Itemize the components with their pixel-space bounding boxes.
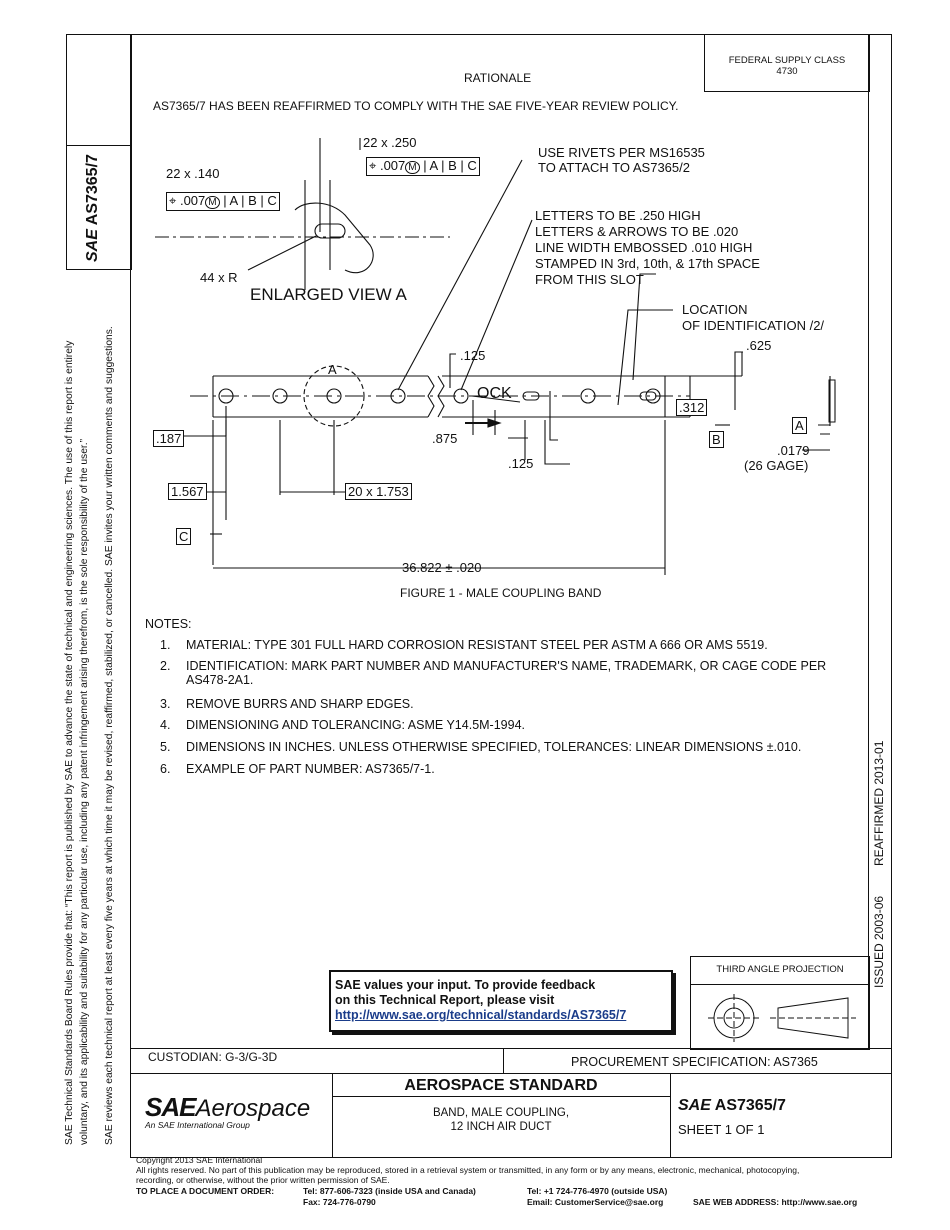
letters-line2: LETTERS & ARROWS TO BE .020 <box>535 224 738 239</box>
fsc-label: FEDERAL SUPPLY CLASS <box>728 55 846 66</box>
location-line2: OF IDENTIFICATION /2/ <box>682 318 824 333</box>
sae-aerospace-logo: SAEAerospace An SAE International Group <box>145 1092 310 1130</box>
letters-line5: FROM THIS SLOT <box>535 272 644 287</box>
position-icon: ⌖ <box>169 193 177 208</box>
projection-symbol <box>708 994 856 1042</box>
notes-heading: NOTES: <box>145 617 192 631</box>
left-tab-divider <box>66 145 132 146</box>
side-rules-line2: voluntary, and its applicability and sui… <box>79 438 90 1145</box>
radius-leader <box>247 235 317 271</box>
position-icon: ⌖ <box>369 158 377 173</box>
enlarged-view-label: ENLARGED VIEW A <box>250 285 407 304</box>
copyright: Copyright 2013 SAE International <box>136 1155 263 1165</box>
doc-number: AS7365/7 <box>714 1097 786 1114</box>
custodian: CUSTODIAN: G-3/G-3D <box>148 1050 278 1064</box>
dim-125-bot: .125 <box>508 456 533 471</box>
tb-top-line <box>130 1048 892 1049</box>
slot-2 <box>639 391 657 401</box>
view-a-circle <box>303 365 365 427</box>
location-line1: LOCATION <box>682 302 748 317</box>
tel-usa: Tel: 877-606-7323 (inside USA and Canada… <box>303 1186 476 1196</box>
side-rules-line1: SAE Technical Standards Board Rules prov… <box>64 340 75 1145</box>
callout-22x250: 22 x .250 <box>363 135 417 150</box>
fsc-box <box>704 34 870 92</box>
tb-v3 <box>670 1073 671 1158</box>
tb-mid-line <box>130 1073 892 1074</box>
callout-22x140: 22 x .140 <box>166 166 220 181</box>
reaffirmed-date: REAFFIRMED 2013-01 <box>872 740 886 866</box>
view-letter-a: A <box>328 362 337 377</box>
dim-125-top: .125 <box>460 348 485 363</box>
feedback-box: SAE values your input. To provide feedba… <box>329 970 673 1032</box>
email[interactable]: Email: CustomerService@sae.org <box>527 1197 664 1207</box>
doc-code-vertical: AS7365/7 <box>84 154 101 226</box>
rights-line2: recording, or otherwise, without the pri… <box>136 1175 390 1185</box>
logo-tagline: An SAE International Group <box>145 1120 250 1130</box>
doc-number-block: SAE AS7365/7 <box>678 1097 786 1115</box>
projection-label: THIRD ANGLE PROJECTION <box>716 964 844 975</box>
datum-a-box: A <box>792 417 807 434</box>
dim-625: .625 <box>746 338 771 353</box>
fsc-number: 4730 <box>776 66 798 77</box>
footer: Copyright 2013 SAE International All rig… <box>136 1155 936 1185</box>
dim-20x1753-box: 20 x 1.753 <box>345 483 412 500</box>
desc-line1: BAND, MALE COUPLING, <box>432 1107 570 1119</box>
mmc-icon: M <box>205 196 220 209</box>
sheet-number: SHEET 1 OF 1 <box>678 1122 765 1137</box>
right-strip-divider <box>868 34 869 1048</box>
fax: Fax: 724-776-0790 <box>303 1197 376 1207</box>
datum-b-box: B <box>709 431 724 448</box>
letters-line4: STAMPED IN 3rd, 10th, & 17th SPACE <box>535 256 760 271</box>
side-doc-code: SAE AS7365/7 <box>84 154 102 262</box>
sae-logo: SAE <box>145 1092 196 1122</box>
letters-line3: LINE WIDTH EMBOSSED .010 HIGH <box>535 240 752 255</box>
desc-line2: 12 INCH AIR DUCT <box>450 1121 552 1133</box>
rivets-line1: USE RIVETS PER MS16535 <box>538 145 705 160</box>
dim-312-box: .312 <box>676 399 708 416</box>
rationale-title: RATIONALE <box>464 71 532 85</box>
rivets-line2: TO ATTACH TO AS7365/2 <box>538 160 690 175</box>
tb-title-line <box>332 1096 670 1097</box>
feedback-line1: SAE values your input. To provide feedba… <box>335 978 596 992</box>
order-label: TO PLACE A DOCUMENT ORDER: <box>136 1186 275 1196</box>
letters-line1: LETTERS TO BE .250 HIGH <box>535 208 701 223</box>
feedback-line2: on this Technical Report, please visit <box>335 993 555 1007</box>
projection-box <box>690 956 870 1050</box>
side-rules-line3: SAE reviews each technical report at lea… <box>104 326 115 1145</box>
dim-overall: 36.822 ± .020 <box>402 560 481 575</box>
tb-v2 <box>332 1073 333 1158</box>
drawing-frame <box>130 34 892 1158</box>
procurement-spec: PROCUREMENT SPECIFICATION: AS7365 <box>571 1055 818 1069</box>
aerospace-word: Aerospace <box>195 1095 311 1122</box>
coupling-band-drawing: 22 x .250 22 x .140 44 x R ENLARGED VIEW… <box>155 135 836 600</box>
rationale-text: AS7365/7 HAS BEEN REAFFIRMED TO COMPLY W… <box>153 99 679 113</box>
slot-1 <box>522 391 540 401</box>
feedback-link[interactable]: http://www.sae.org/technical/standards/A… <box>335 1008 627 1022</box>
projection-divider <box>690 984 870 985</box>
tb-v1 <box>503 1048 504 1073</box>
web-address[interactable]: SAE WEB ADDRESS: http://www.sae.org <box>693 1197 858 1207</box>
tel-intl: Tel: +1 724-776-4970 (outside USA) <box>527 1186 668 1196</box>
sae-logo-tb: SAE <box>678 1097 711 1114</box>
sae-logo-small: SAE <box>84 229 101 262</box>
radius-callout: 44 x R <box>200 270 238 285</box>
figure-caption: FIGURE 1 - MALE COUPLING BAND <box>400 586 602 600</box>
datum-c-box: C <box>176 528 192 545</box>
dim-875: .875 <box>432 431 457 446</box>
dim-0179: .0179 <box>777 443 810 458</box>
standard-title: AEROSPACE STANDARD <box>404 1077 598 1094</box>
dim-1567-box: 1.567 <box>168 483 207 500</box>
issued-date: ISSUED 2003-06 <box>872 895 886 988</box>
left-tab <box>66 34 132 270</box>
mmc-icon: M <box>405 161 420 174</box>
rights-line1: All rights reserved. No part of this pub… <box>136 1165 800 1175</box>
gage-label: (26 GAGE) <box>744 458 808 473</box>
dim-187-box: .187 <box>153 430 185 447</box>
lock-stamp: OCK <box>477 385 512 402</box>
